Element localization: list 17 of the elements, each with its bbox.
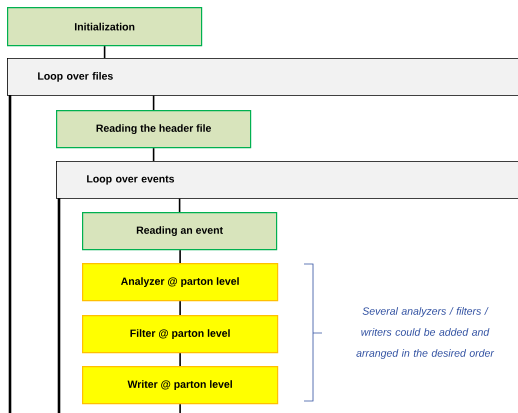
note-text: Several analyzers / filters / writers could be added and arranged in the desired order (356, 307, 494, 359)
process-box: Reading an event (82, 212, 278, 250)
connector-line (179, 301, 181, 315)
connector-line (179, 353, 181, 366)
connector-line (152, 96, 154, 110)
action-box: Filter @ parton level (82, 315, 278, 354)
action-box: Writer @ parton level (82, 366, 278, 404)
connector-line (152, 148, 154, 161)
process-box: Reading the header file (56, 110, 252, 148)
connector-line (179, 250, 181, 263)
connector-line (179, 404, 181, 413)
loop-header-box: Loop over files (7, 58, 518, 96)
loop-header-box: Loop over events (56, 161, 518, 199)
process-box: Initialization (7, 7, 202, 46)
action-box: Analyzer @ parton level (82, 263, 278, 302)
connector-line (104, 46, 106, 58)
connector-line (178, 198, 180, 212)
